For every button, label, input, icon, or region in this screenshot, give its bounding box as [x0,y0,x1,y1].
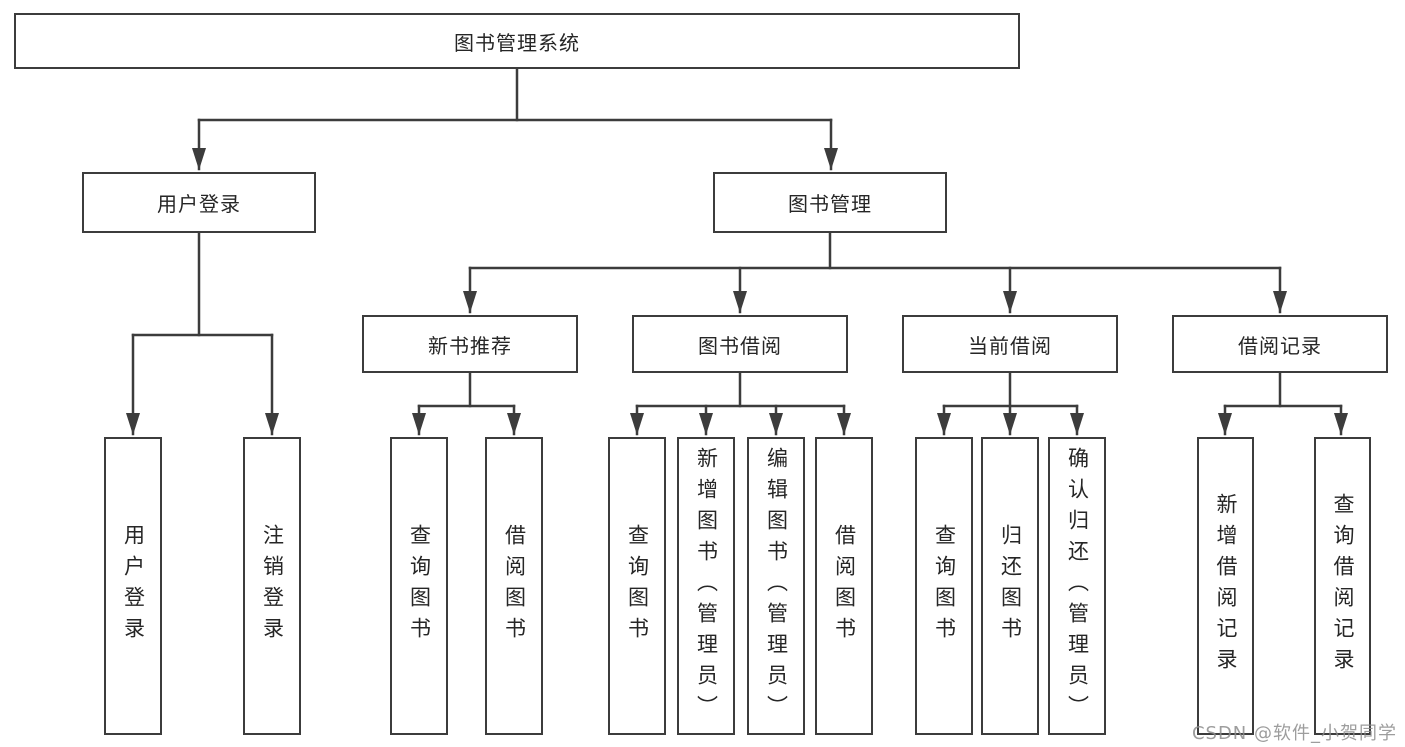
leaf-label: 查询图书 [407,524,432,648]
node-label: 用户登录 [157,192,241,216]
connector-user-login-branch [126,231,279,436]
connector-borrowing-records-branch [1218,371,1348,436]
node-user-login: 用户登录 [82,172,316,233]
node-label: 图书管理系统 [454,30,580,55]
leaf-add-borrow-record: 新增借阅记录 [1197,437,1254,735]
leaf-label: 借阅图书 [502,524,527,648]
leaf-label: 借阅图书 [832,524,857,648]
leaf-query-books-current: 查询图书 [915,437,973,735]
leaf-query-books-borrowing: 查询图书 [608,437,666,735]
leaf-logout: 注销登录 [243,437,301,735]
leaf-return-books: 归还图书 [981,437,1039,735]
leaf-label: 新增借阅记录 [1214,493,1238,679]
leaf-edit-books-admin: 编辑图书（管理员） [747,437,805,735]
leaf-label: 编辑图书（管理员） [764,446,789,726]
node-new-book-recommendation: 新书推荐 [362,315,578,373]
leaf-user-login: 用户登录 [104,437,162,735]
connector-root-to-level2 [192,67,838,171]
leaf-add-books-admin: 新增图书（管理员） [677,437,735,735]
connector-book-management-branch [463,231,1287,314]
node-book-borrowing: 图书借阅 [632,315,848,373]
leaf-label: 归还图书 [998,524,1023,648]
leaf-borrow-books-recommend: 借阅图书 [485,437,543,735]
node-label: 当前借阅 [968,333,1052,358]
node-book-management: 图书管理 [713,172,947,233]
node-label: 借阅记录 [1238,333,1322,358]
node-label: 图书借阅 [698,333,782,358]
leaf-borrow-books-borrowing: 借阅图书 [815,437,873,735]
leaf-label: 查询借阅记录 [1331,493,1355,679]
leaf-label: 查询图书 [625,524,650,648]
connector-current-borrowing-branch [937,371,1084,436]
node-borrowing-records: 借阅记录 [1172,315,1388,373]
leaf-label: 查询图书 [932,524,957,648]
leaf-label: 新增图书（管理员） [694,446,719,726]
node-current-borrowing: 当前借阅 [902,315,1118,373]
connector-new-book-recommendation-branch [412,371,521,436]
connector-book-borrowing-branch [630,371,851,436]
leaf-confirm-return-admin: 确认归还（管理员） [1048,437,1106,735]
node-library-management-system: 图书管理系统 [14,13,1020,69]
node-label: 图书管理 [788,192,872,216]
leaf-label: 用户登录 [121,524,146,648]
leaf-query-books-recommend: 查询图书 [390,437,448,735]
node-label: 新书推荐 [428,333,512,358]
leaf-query-borrow-record: 查询借阅记录 [1314,437,1371,735]
leaf-label: 注销登录 [260,524,285,648]
leaf-label: 确认归还（管理员） [1065,446,1090,726]
